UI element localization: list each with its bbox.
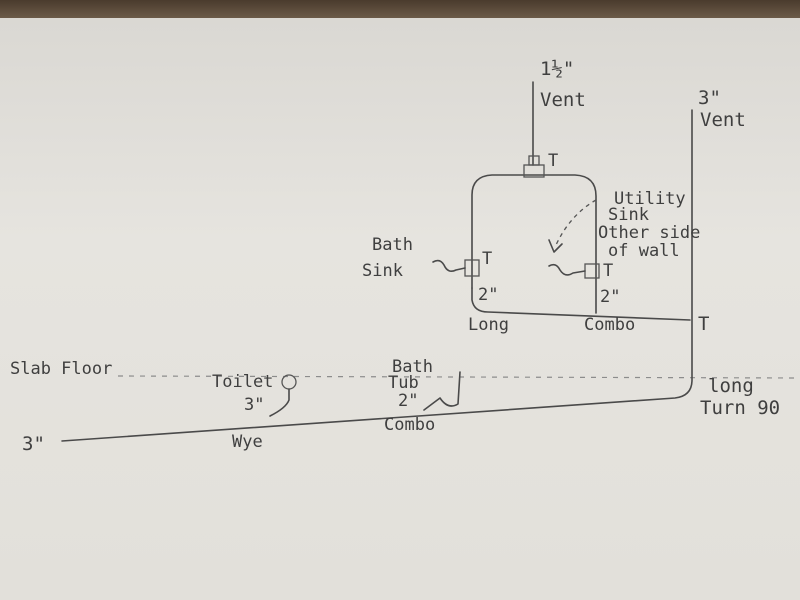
wye-label: Wye xyxy=(232,432,263,452)
utility-label-2: Sink xyxy=(608,205,649,225)
long-label: Long xyxy=(468,315,509,335)
utility-sink-trap xyxy=(548,263,586,276)
toilet-pipe xyxy=(269,388,290,417)
left-tee-label: T xyxy=(482,249,492,269)
left-size-label: 2" xyxy=(478,285,498,305)
utility-label-1: Utility xyxy=(614,189,686,209)
main-drain-pipe xyxy=(61,109,693,442)
toilet-label: Toilet xyxy=(212,372,273,392)
tub-label-1: Bath xyxy=(392,357,433,377)
right-vent-label: Vent xyxy=(700,109,746,131)
top-vent-size-label: 1½" xyxy=(540,58,574,80)
bath-sink-label-2: Sink xyxy=(362,261,403,281)
top-tee-label: T xyxy=(548,151,558,171)
right-tee-label: T xyxy=(603,261,613,281)
tub-pipe xyxy=(423,371,461,411)
table-edge xyxy=(0,0,800,18)
toilet-flange xyxy=(281,374,297,390)
long-turn-label-2: Turn 90 xyxy=(700,397,780,419)
combo-upper-label: Combo xyxy=(584,315,635,335)
tub-size-label: 2" xyxy=(398,391,418,411)
main-tee-label: T xyxy=(698,313,709,335)
vent-loop-pipe xyxy=(471,174,597,314)
slab-floor-label: Slab Floor xyxy=(10,359,112,379)
top-tee-cap xyxy=(528,155,540,166)
upper-branch-pipe xyxy=(471,287,691,321)
long-turn-label-1: long xyxy=(708,375,754,397)
tub-label-2: Tub xyxy=(388,373,419,393)
right-tee-fitting xyxy=(584,263,600,279)
toilet-size-label: 3" xyxy=(244,395,264,415)
right-vent-size-label: 3" xyxy=(698,87,721,109)
bath-sink-label-1: Bath xyxy=(372,235,413,255)
utility-arrow-head xyxy=(548,239,563,253)
utility-label-4: of wall xyxy=(608,241,680,261)
utility-label-3: Other side xyxy=(598,223,700,243)
combo-lower-label: Combo xyxy=(384,415,435,435)
utility-arrow-line xyxy=(555,199,597,246)
right-size-label: 2" xyxy=(600,287,620,307)
main-size-label: 3" xyxy=(22,433,45,455)
bath-sink-trap xyxy=(432,259,466,272)
top-vent-label: Vent xyxy=(540,89,586,111)
